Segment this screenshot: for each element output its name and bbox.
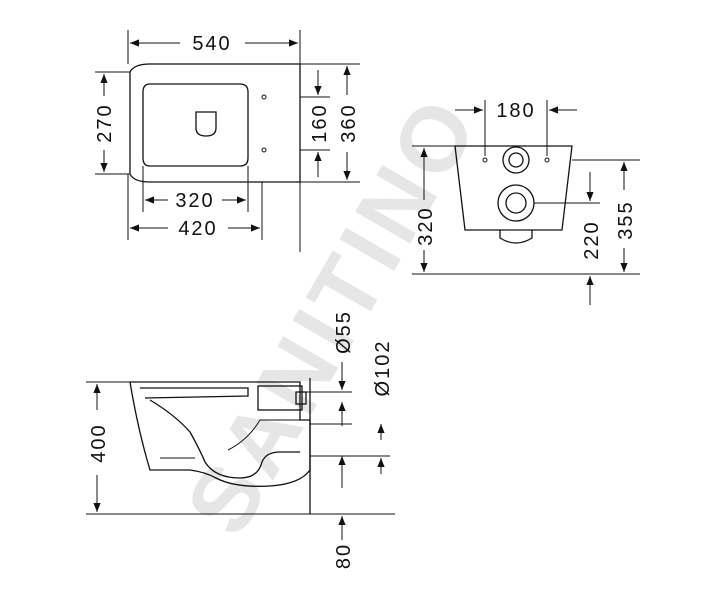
dim-d55: Ø55 xyxy=(333,310,355,354)
bowl-body-side xyxy=(129,381,311,487)
top-view: 540 270 160 360 320 420 xyxy=(94,30,360,252)
dim-540: 540 xyxy=(192,33,231,55)
fixing-hole-rear-right xyxy=(544,157,550,163)
dim-320-top: 320 xyxy=(175,190,214,212)
pipe-hole-lower-outer xyxy=(497,184,535,222)
drain-hole-top xyxy=(195,111,217,137)
bowl-siphon-side xyxy=(227,419,300,451)
dim-160: 160 xyxy=(309,103,331,142)
dim-360: 360 xyxy=(338,103,360,142)
side-view: 400 Ø55 Ø102 80 xyxy=(86,310,395,569)
bowl-outline-rear xyxy=(454,145,573,231)
fixing-hole-rear-left xyxy=(482,157,488,163)
bowl-outline-top xyxy=(129,63,301,183)
pipe-hole-lower-inner xyxy=(505,192,527,214)
flush-inlet xyxy=(295,391,307,405)
flush-connector xyxy=(257,385,303,411)
dim-420: 420 xyxy=(178,218,217,240)
dim-400: 400 xyxy=(88,423,110,462)
fixing-hole-top xyxy=(261,94,267,100)
pipe-hole-upper-outer xyxy=(502,146,530,174)
bowl-interior-side xyxy=(149,399,300,479)
dim-355: 355 xyxy=(615,200,637,239)
rear-view: 180 320 220 355 xyxy=(412,100,640,305)
spigot-rear xyxy=(499,230,533,244)
dim-320-rear: 320 xyxy=(415,206,437,245)
dim-80: 80 xyxy=(333,543,355,569)
fixing-hole-bottom xyxy=(261,147,267,153)
bowl-inner-top xyxy=(142,83,249,167)
pipe-hole-upper-inner xyxy=(508,152,524,168)
bowl-rim-side xyxy=(140,387,249,399)
dim-180: 180 xyxy=(496,100,535,122)
dim-d102: Ø102 xyxy=(372,340,394,397)
dim-270: 270 xyxy=(94,103,116,142)
dim-220: 220 xyxy=(581,220,603,259)
